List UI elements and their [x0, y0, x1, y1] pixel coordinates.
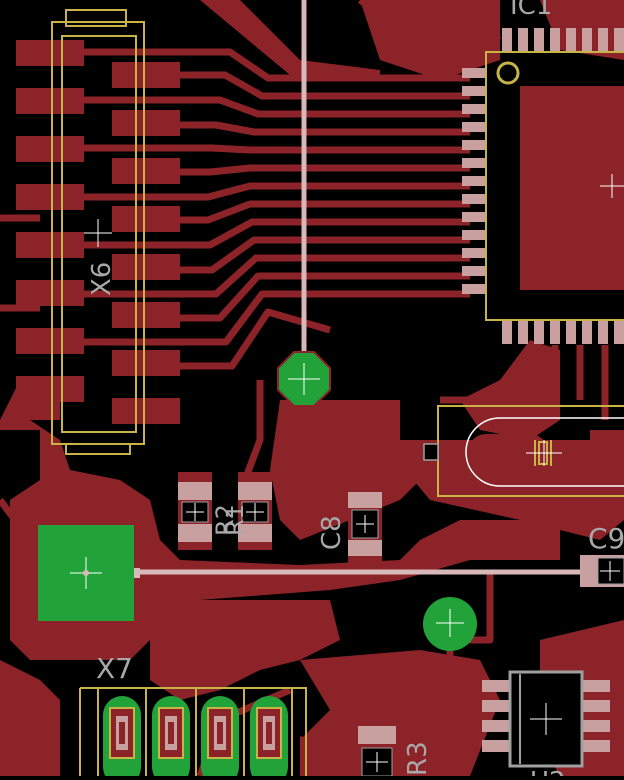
x7-pad-2	[152, 696, 190, 780]
soic-label: U2	[530, 767, 566, 776]
ic1-label: IC1	[510, 0, 552, 21]
ic1-left-pads	[462, 68, 486, 294]
soic-ic: U2	[482, 670, 610, 780]
crystal-oscillator	[423, 405, 624, 497]
ic1-footprint: IC1	[462, 0, 624, 344]
c8-label: C8	[317, 515, 347, 550]
via-bottom	[423, 597, 477, 651]
x7-connector: X7	[79, 652, 307, 780]
x6-pads-left	[16, 40, 84, 402]
x7-pad-3	[201, 696, 239, 780]
ic1-top-pads	[502, 28, 624, 52]
r2-resistor: R2	[178, 472, 239, 550]
x7-pad-4	[250, 696, 288, 780]
r3-resistor: R3	[358, 718, 433, 777]
x6-label: X6	[87, 262, 117, 296]
x6-pads-right	[112, 62, 180, 424]
r1-label: R1	[221, 504, 249, 536]
ic1-bottom-pads	[502, 320, 624, 344]
c9-label: C9	[588, 522, 624, 555]
power-pad	[38, 525, 134, 621]
x7-pad-1	[103, 696, 141, 780]
r1-resistor: R1	[221, 472, 272, 550]
x6-origin-crosshair	[84, 219, 112, 247]
ic1-origin-crosshair	[600, 174, 624, 198]
soic-left-pads	[482, 680, 512, 752]
x6-silkscreen	[51, 9, 145, 455]
x6-connector: X6	[16, 9, 180, 455]
r2-label: R2	[211, 504, 239, 536]
ic1-pin1-marker	[496, 61, 520, 85]
c8-capacitor: C8	[317, 484, 382, 564]
r3-label: R3	[403, 741, 433, 776]
via-top	[277, 351, 331, 407]
soic-right-pads	[580, 680, 610, 752]
ic1-outline	[485, 51, 624, 321]
c9-capacitor: C9	[580, 522, 624, 587]
x7-label: X7	[96, 652, 133, 685]
